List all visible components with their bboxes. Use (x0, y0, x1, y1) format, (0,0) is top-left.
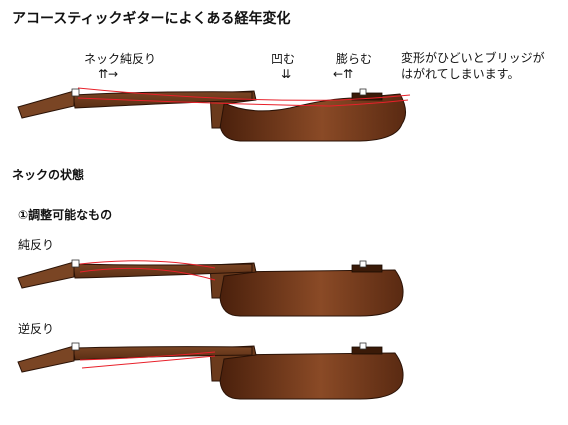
bridge-top (351, 92, 383, 101)
string-line-back-1 (79, 351, 216, 361)
saddle-top (359, 88, 367, 96)
saddle-forward (359, 260, 367, 268)
nut-forward (71, 259, 80, 268)
bridge-back (351, 346, 383, 355)
neck-state-heading: ネックの状態 (12, 168, 85, 182)
headstock-top (17, 90, 75, 119)
bulge-label: 膨らむ (336, 52, 373, 66)
guitar-body-forward (219, 269, 404, 317)
bridge-note-line1: 変形がひどいとブリッジが (401, 51, 545, 65)
bridge-note-line2: はがれてしまいます。 (401, 67, 520, 81)
page-title: アコースティックギターによくある経年変化 (12, 11, 291, 27)
nut-top (71, 88, 80, 97)
forward-bow-label: 純反り (18, 238, 55, 252)
neck-bow-label: ネック純反り (84, 52, 157, 66)
string-line-top-1 (77, 87, 411, 101)
string-line-forward-2 (79, 267, 216, 281)
nut-back (71, 342, 80, 351)
forward-bow-diagram (17, 259, 404, 317)
string-line-back-2 (81, 355, 216, 369)
bulge-arrow: ←⇈ (333, 67, 354, 81)
string-line-top-2 (77, 97, 409, 107)
headstock-back (17, 345, 75, 373)
bridge-note: 変形がひどいとブリッジが はがれてしまいます。 (401, 50, 545, 82)
guitar-aging-diagram (17, 87, 411, 142)
guitar-neck-forward (72, 263, 253, 279)
back-bow-label: 逆反り (18, 322, 55, 336)
neck-bow-arrow: ⇈→ (98, 67, 119, 81)
guitar-body-top (219, 93, 406, 142)
dent-arrow: ⇊ (281, 67, 292, 81)
bridge-forward (351, 264, 383, 273)
headstock-forward (17, 261, 75, 289)
dent-label: 凹む (271, 52, 296, 66)
saddle-back (359, 342, 367, 350)
guitar-body-back (219, 352, 404, 400)
guitar-neck-back (72, 346, 253, 361)
string-line-forward-1 (79, 260, 216, 269)
back-bow-diagram (17, 342, 404, 400)
adjustable-heading: ①調整可能なもの (18, 208, 113, 222)
